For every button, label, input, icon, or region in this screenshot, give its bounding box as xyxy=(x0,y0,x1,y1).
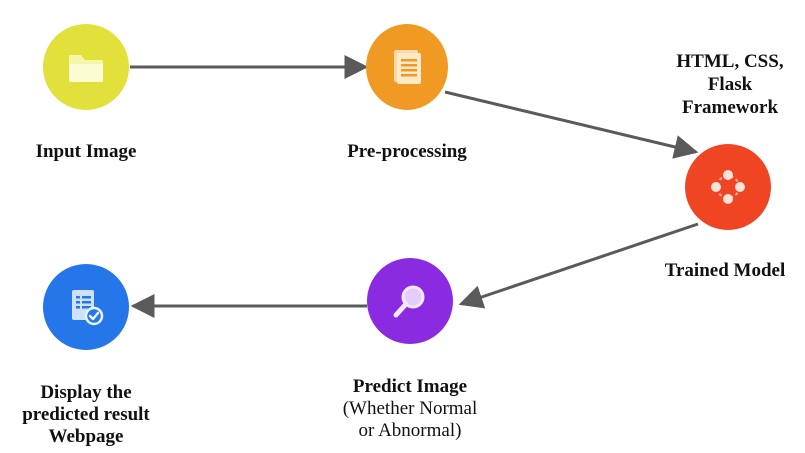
network-icon xyxy=(708,167,748,207)
input-image-label: Input Image xyxy=(35,141,137,162)
display-line-3: Webpage xyxy=(48,426,124,447)
checked-report-icon xyxy=(68,288,104,326)
input-image-node xyxy=(43,24,129,110)
display-line-1: Display the xyxy=(40,382,132,403)
trained-model-node xyxy=(685,144,771,230)
predict-image-label: Predict Image (Whether Normal or Abnorma… xyxy=(320,376,500,442)
display-webpage-node xyxy=(43,264,129,350)
framework-line-3: Framework xyxy=(681,97,779,118)
folder-icon xyxy=(67,50,105,84)
magnifier-icon xyxy=(391,282,429,320)
preprocessing-label: Pre-processing xyxy=(347,141,467,162)
predict-image-node xyxy=(367,258,453,344)
framework-line-2: Flask xyxy=(707,74,753,95)
arrow-preprocess-to-model xyxy=(444,90,699,159)
display-result-label: Display the predicted result Webpage xyxy=(0,382,172,448)
display-line-2: predicted result xyxy=(22,404,150,425)
predict-image-title: Predict Image xyxy=(352,376,468,397)
document-icon xyxy=(392,48,422,86)
trained-model-label: Trained Model xyxy=(664,260,786,281)
arrow-model-to-predict xyxy=(458,222,699,309)
preprocessing-node xyxy=(366,24,448,110)
framework-line-1: HTML, CSS, xyxy=(676,51,784,72)
predict-image-sub-1: (Whether Normal xyxy=(342,398,478,419)
predict-image-sub-2: or Abnormal) xyxy=(358,420,462,441)
framework-label: HTML, CSS, Flask Framework xyxy=(660,50,800,119)
